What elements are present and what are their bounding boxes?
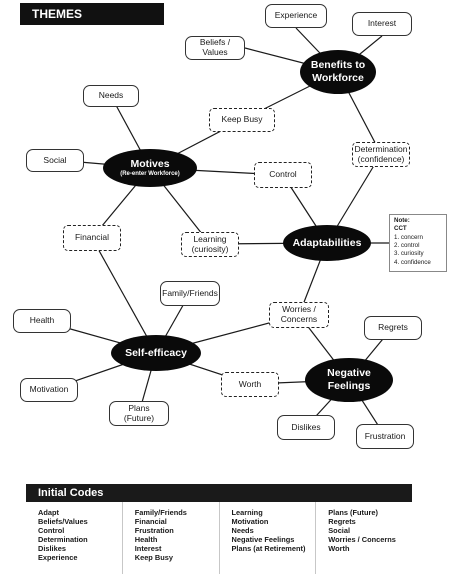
initial-code-item: Keep Busy [134,552,173,562]
initial-code-item: Beliefs/Values [38,516,88,526]
theme-self-efficacy: Self-efficacy [111,335,201,371]
initial-codes-column: Plans (Future) Regrets Social Worries / … [315,502,412,574]
code-frustration: Frustration [356,424,414,449]
initial-code-item: Family/Friends [134,508,187,517]
initial-codes-column: Adapt Beliefs/Values Control Determinati… [26,502,122,574]
note-label: Note: [394,217,410,224]
initial-code-item: Control [38,525,65,535]
code-keep-busy: Keep Busy [209,108,275,132]
theme-motives-sublabel: (Re-enter Workforce) [120,170,180,177]
initial-code-item: Plans (at Retirement) [231,543,306,553]
initial-code-item: Determination [38,534,88,544]
initial-code-item: Dislikes [38,543,66,553]
code-beliefs-values: Beliefs / Values [185,36,245,60]
note-item: 2. control [394,242,420,250]
initial-codes-table: Adapt Beliefs/Values Control Determinati… [26,502,412,574]
code-family-friends: Family/Friends [160,281,220,306]
note-item: 4. confidence [394,258,431,266]
code-needs: Needs [83,85,139,107]
theme-motives: Motives (Re-enter Workforce) [103,149,197,187]
theme-adaptabilities: Adaptabilities [283,225,371,261]
code-experience: Experience [265,4,327,28]
code-health: Health [13,309,71,333]
initial-code-item: Health [134,534,158,544]
initial-code-item: Learning [231,508,263,517]
initial-codes-column: Family/Friends Financial Frustration Hea… [121,502,219,574]
theme-self-efficacy-label: Self-efficacy [125,346,187,359]
code-worries-concerns: Worries / Concerns [269,302,329,328]
code-plans-future: Plans (Future) [109,401,169,426]
code-worth: Worth [221,372,279,397]
code-control: Control [254,162,312,188]
theme-negative-feelings-label: Negative Feelings [327,367,371,392]
theme-motives-label: Motives [130,158,170,171]
initial-code-item: Interest [134,543,162,553]
code-determination: Determination (confidence) [352,142,410,167]
code-interest: Interest [352,12,412,36]
code-financial: Financial [63,225,121,251]
note-heading: CCT [394,225,407,233]
cct-note: Note: CCT 1. concern 2. control 3. curio… [389,214,447,272]
initial-code-item: Motivation [231,516,269,526]
code-dislikes: Dislikes [277,415,335,440]
edge-financial-selfefficacy [91,237,157,354]
initial-code-item: Negative Feelings [231,534,295,544]
note-item: 1. concern [394,233,423,241]
initial-code-item: Worries / Concerns [328,534,396,544]
initial-code-item: Needs [231,525,254,535]
code-learning: Learning (curiosity) [181,232,239,257]
initial-code-item: Frustration [134,525,174,535]
theme-negative-feelings: Negative Feelings [305,358,393,402]
theme-benefits-label: Benefits to Workforce [310,59,366,84]
initial-code-item: Adapt [38,508,59,517]
initial-code-item: Financial [134,516,167,526]
initial-code-item: Social [328,525,351,535]
note-item: 3. curiosity [394,250,424,258]
initial-codes-title: Initial Codes [26,484,412,502]
initial-code-item: Regrets [328,516,356,526]
theme-benefits-to-workforce: Benefits to Workforce [300,50,376,94]
initial-codes-column: Learning Motivation Needs Negative Feeli… [218,502,316,574]
themes-title: THEMES [20,3,164,25]
initial-code-item: Experience [38,552,78,562]
theme-adaptabilities-label: Adaptabilities [292,236,362,249]
code-regrets: Regrets [364,316,422,340]
code-motivation: Motivation [20,378,78,402]
initial-code-item: Plans (Future) [328,508,378,517]
initial-code-item: Worth [328,543,350,553]
code-social: Social [26,149,84,172]
